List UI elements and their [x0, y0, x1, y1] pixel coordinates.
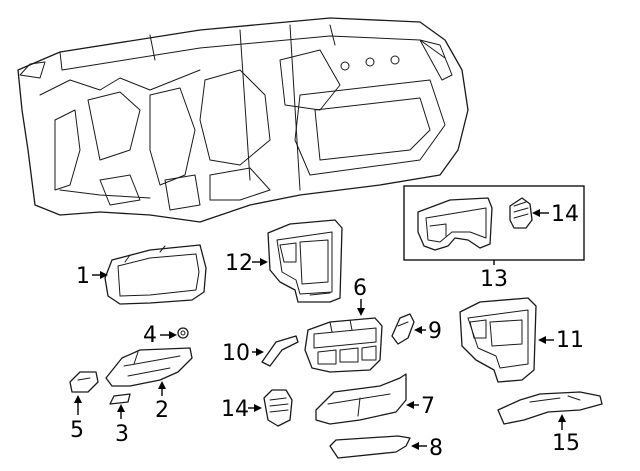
- callout-11: 11: [556, 328, 584, 353]
- small-switch: [69, 371, 99, 393]
- lower-trim-strip: [329, 435, 411, 459]
- callout-4: 4: [143, 323, 157, 348]
- callout-3: 3: [115, 422, 129, 447]
- leader-12: [252, 258, 268, 266]
- callout-5: 5: [70, 418, 84, 443]
- lower-panel: [105, 347, 193, 387]
- center-bezel-inset: [417, 197, 493, 251]
- leader-14-inset: [532, 209, 549, 217]
- leader-1: [92, 271, 108, 279]
- leader-10: [252, 348, 264, 356]
- switch-panel: [304, 317, 383, 373]
- vent-inset: [509, 197, 533, 229]
- instrument-panel: [17, 17, 469, 223]
- leader-3: [117, 404, 125, 419]
- callout-6: 6: [353, 276, 367, 301]
- cluster-bezel: [104, 244, 207, 305]
- callout-13: 13: [480, 267, 508, 292]
- callout-7: 7: [421, 394, 435, 419]
- vent-lower: [263, 389, 293, 427]
- callout-1: 1: [76, 264, 90, 289]
- leader-11: [538, 336, 554, 344]
- callout-9: 9: [428, 319, 442, 344]
- callout-14-lower: 14: [221, 397, 249, 422]
- leader-4: [160, 331, 177, 339]
- center-bezel-alt: [459, 297, 537, 383]
- callout-8: 8: [429, 436, 443, 461]
- trim-strip: [261, 335, 299, 367]
- side-trim-piece: [391, 313, 415, 345]
- bracket: [497, 391, 603, 425]
- leader-15: [558, 414, 566, 430]
- leader-6: [357, 299, 365, 316]
- callout-10: 10: [222, 341, 250, 366]
- leader-14-lower: [248, 404, 262, 412]
- leader-7: [406, 401, 419, 409]
- leader-5: [74, 395, 82, 415]
- leader-9: [414, 326, 426, 334]
- leader-8: [411, 442, 427, 450]
- callout-15: 15: [552, 431, 580, 456]
- console-trim: [315, 373, 407, 425]
- callout-14-inset: 14: [551, 202, 579, 227]
- callout-12: 12: [225, 251, 253, 276]
- callout-2: 2: [155, 398, 169, 423]
- leader-2: [158, 381, 166, 396]
- small-clip: [109, 393, 131, 405]
- center-bezel-upper: [267, 219, 343, 303]
- knob: [177, 327, 189, 339]
